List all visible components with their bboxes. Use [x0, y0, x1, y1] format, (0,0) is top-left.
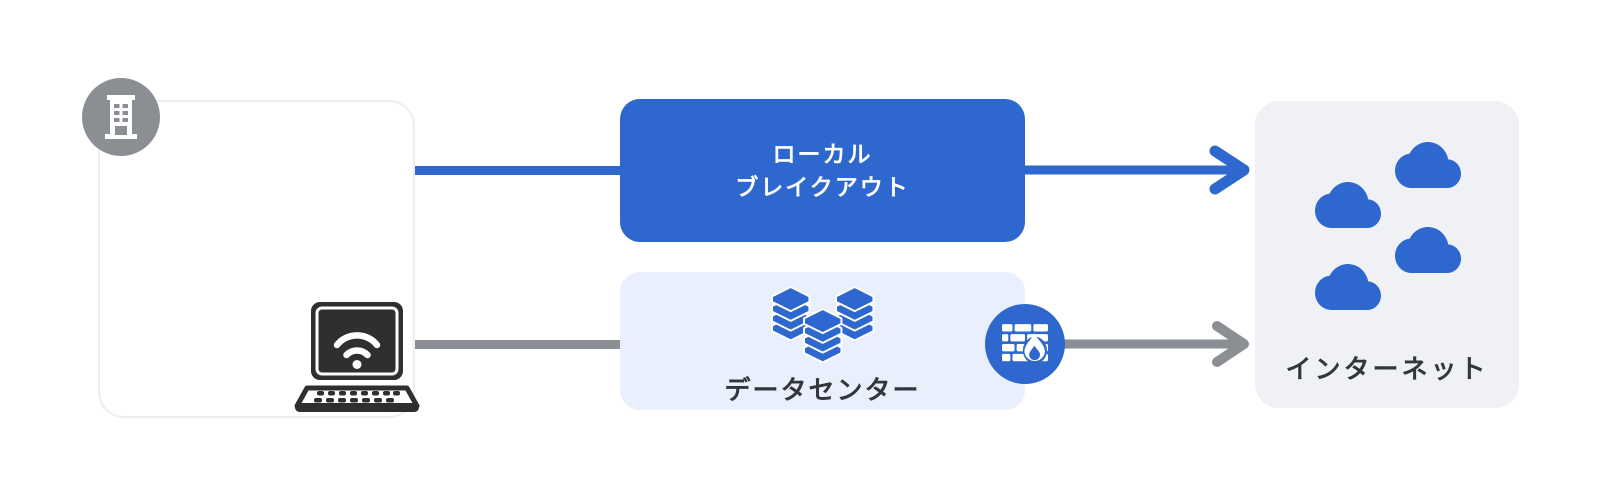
client-site-box: [98, 100, 420, 418]
datacenter-box: データセンター: [620, 272, 1025, 410]
datacenter-label: データセンター: [724, 375, 921, 405]
server-stack-icon: [771, 286, 875, 368]
office-building-badge: [82, 78, 160, 156]
local-breakout-label-line2: ブレイクアウト: [735, 173, 910, 200]
internet-label: インターネット: [1285, 354, 1489, 384]
firewall-badge: [985, 304, 1065, 384]
local-breakout-arrow-icon: [1023, 145, 1250, 195]
cloud-icon: [1395, 142, 1461, 188]
local-breakout-line: [415, 166, 621, 175]
building-icon: [105, 95, 137, 139]
local-breakout-label-line1: ローカル: [772, 140, 873, 167]
firewall-icon: [1002, 324, 1048, 364]
cloud-icon: [1315, 182, 1381, 228]
datacenter-line: [415, 340, 622, 349]
cloud-icon: [1395, 227, 1461, 273]
datacenter-arrow-icon: [1060, 321, 1249, 367]
internet-box: インターネット: [1255, 101, 1519, 408]
local-breakout-box: ローカル ブレイクアウト: [620, 99, 1025, 242]
cloud-icon: [1315, 264, 1381, 310]
laptop-wifi-icon: [293, 302, 421, 416]
